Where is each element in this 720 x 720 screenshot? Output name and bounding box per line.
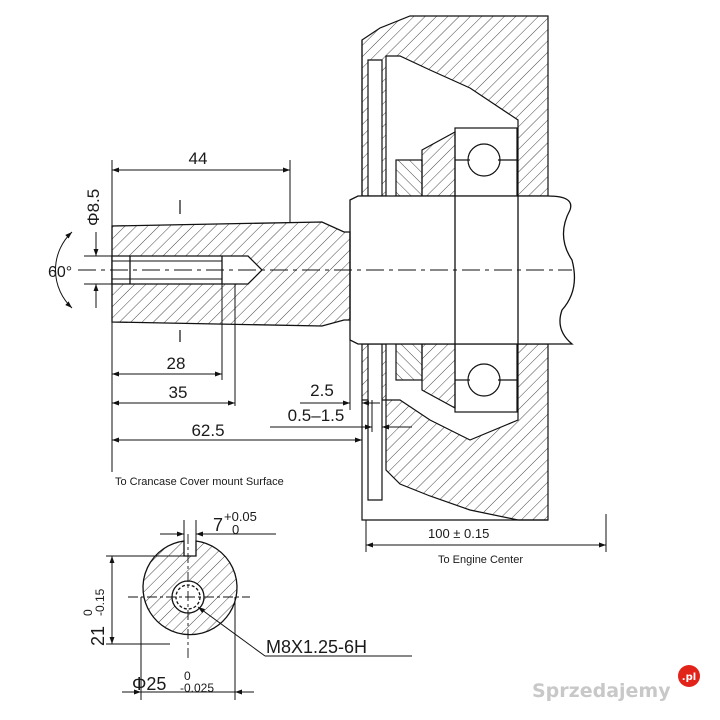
dim-label-60deg: 60° <box>48 264 72 281</box>
thread-leader <box>197 606 412 657</box>
dim-label-key-height-tol-up: 0 <box>81 609 95 616</box>
watermark: Sprzedajemy .pl <box>532 665 700 702</box>
output-shaft <box>111 221 351 327</box>
dim-label-gap: 0.5–1.5 <box>288 406 345 425</box>
dim-engine-center <box>365 514 607 552</box>
section-centerlines <box>128 534 250 660</box>
dim-label-key-width-tol-up: +0.05 <box>224 509 257 524</box>
dim-phi-8-5 <box>84 232 112 308</box>
dim-label-35: 35 <box>169 383 188 402</box>
dim-key-width <box>160 520 276 548</box>
dim-label-key-width-tol-low: 0 <box>232 522 239 537</box>
watermark-badge-icon <box>678 665 700 687</box>
ball-bearing <box>455 143 517 397</box>
note-cover-surface: To Crancase Cover mount Surface <box>115 476 284 488</box>
dim-key-height <box>106 555 184 645</box>
dim-label-44: 44 <box>189 149 208 168</box>
dim-label-2-5: 2.5 <box>310 381 334 400</box>
thread-spec: M8X1.25-6H <box>266 637 367 657</box>
dim-chain-lower <box>111 284 412 472</box>
dim-shaft-dia <box>122 597 254 700</box>
dim-label-shaft-dia-tol-up: 0 <box>184 669 191 683</box>
dim-label-28: 28 <box>167 354 186 373</box>
dim-label-shaft-dia: Φ25 <box>132 674 166 694</box>
dim-label-key-height: 21 <box>88 626 108 646</box>
watermark-badge: .pl <box>682 672 696 683</box>
dim-label-shaft-dia-tol-low: -0.025 <box>180 681 214 695</box>
dim-label-62-5: 62.5 <box>191 421 224 440</box>
angle-arc <box>55 231 73 309</box>
dim-label-key-width: 7 <box>213 515 223 535</box>
dim-label-100: 100 ± 0.15 <box>428 526 489 541</box>
dim-44 <box>111 160 291 226</box>
dim-label-key-height-tol-low: -0.15 <box>93 588 107 616</box>
dim-label-phi-8-5: Φ8.5 <box>84 189 103 226</box>
watermark-text: Sprzedajemy <box>532 680 671 702</box>
note-engine-center: To Engine Center <box>438 554 523 566</box>
shaft-section <box>142 540 238 636</box>
